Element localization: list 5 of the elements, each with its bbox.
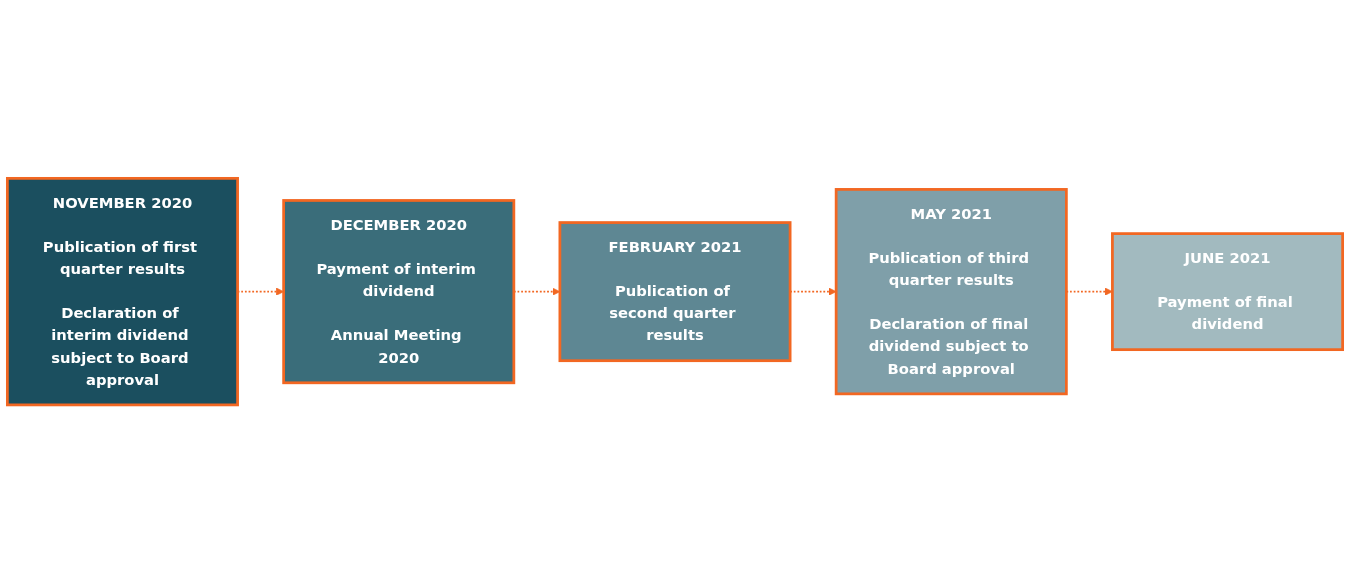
node-box: NOVEMBER 2020 Publication of first quarter results Declaration of interim dividend subject to Board approval	[6, 176, 239, 407]
node-box: MAY 2021 Publication of third quarter results Declaration of final dividend subject to Board approval	[834, 187, 1068, 396]
node-box: JUNE 2021 Payment of final dividend	[1111, 232, 1344, 351]
node-box: DECEMBER 2020 Payment of interim dividend Annual Meeting 2020	[282, 198, 516, 385]
node-box: FEBRUARY 2021 Publication of second quarter results	[558, 221, 792, 362]
